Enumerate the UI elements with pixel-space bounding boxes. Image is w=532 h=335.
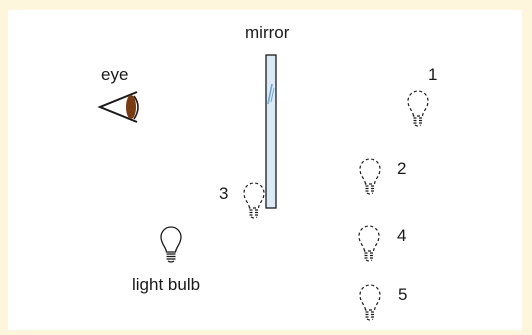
light-bulb-icon — [160, 226, 182, 263]
mirror-label: mirror — [245, 23, 290, 42]
eye-label: eye — [101, 65, 129, 84]
light-bulb-label: light bulb — [132, 275, 201, 294]
bulb-4-label: 4 — [397, 226, 407, 245]
mirror — [265, 54, 277, 209]
bulb-4-icon — [358, 225, 380, 262]
bulb-1-icon — [407, 90, 429, 127]
bulb-2-label: 2 — [397, 159, 407, 178]
bulb-5-icon — [359, 284, 381, 321]
diagram-panel — [8, 10, 522, 330]
bulb-3-label: 3 — [219, 184, 229, 203]
eye-icon — [97, 91, 139, 123]
bulb-3-icon — [243, 182, 265, 219]
bulb-2-icon — [359, 158, 381, 195]
bulb-5-label: 5 — [398, 285, 408, 304]
bulb-1-label: 1 — [428, 65, 438, 84]
